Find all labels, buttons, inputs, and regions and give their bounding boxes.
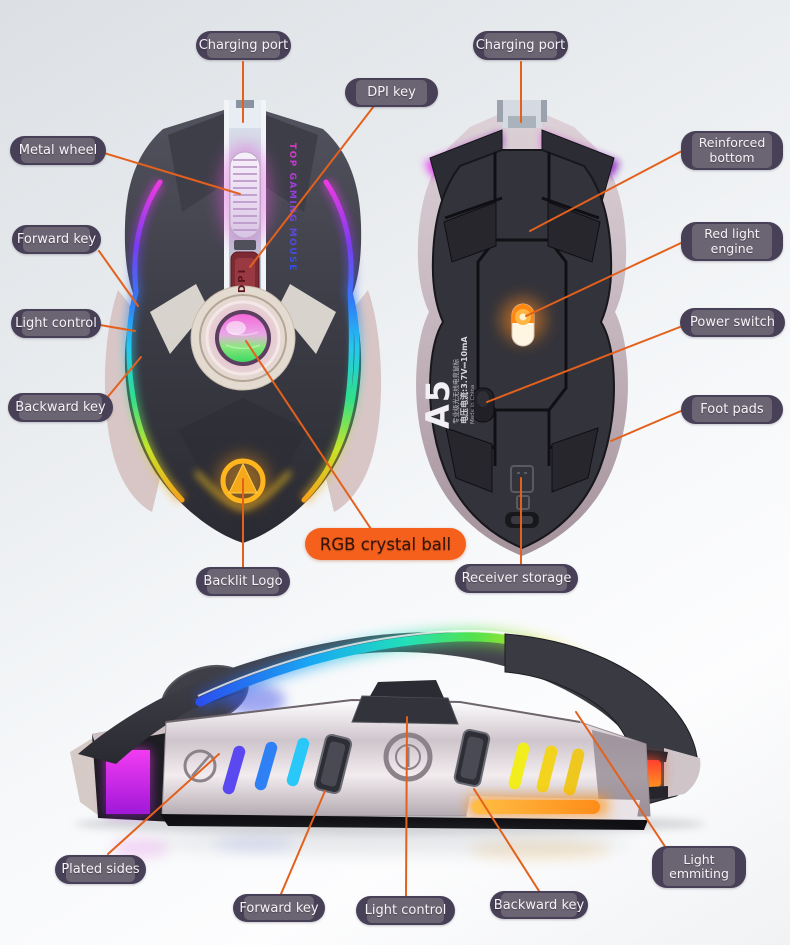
callout-line-light-emmiting [575, 711, 667, 849]
callout-line-metal-wheel [103, 152, 241, 195]
rgb-dash [508, 742, 530, 790]
rgb-strip-left [126, 179, 185, 503]
rgb-dash [536, 745, 558, 793]
side-view-mouse [70, 628, 705, 860]
rgb-dash [286, 737, 310, 787]
backward-side-button [453, 729, 491, 787]
rgb-strip-right [301, 179, 360, 503]
foot-pad [443, 201, 497, 263]
foot-pad [551, 427, 599, 493]
side-emblem-rear [183, 749, 217, 783]
callout-line-light-control-top [99, 324, 136, 332]
label-charging-port-top: Charging port [196, 31, 291, 60]
foot-pad [445, 427, 493, 493]
rgb-dash [563, 748, 585, 796]
label-metal-wheel: Metal wheel [10, 136, 106, 165]
callout-line-backward-key-top [105, 356, 142, 400]
label-forward-key-top: Forward key [12, 225, 101, 254]
callout-line-forward-key-top [98, 250, 139, 307]
callout-line-light-control-side [405, 716, 408, 897]
label-backward-key-side: Backward key [490, 891, 588, 919]
callout-line-backward-key-side [473, 788, 540, 892]
light-control-tab [351, 695, 459, 725]
label-receiver-storage: Receiver storage [455, 564, 578, 593]
rgb-dash [222, 745, 246, 795]
label-backlit-logo: Backlit Logo [196, 567, 290, 596]
label-plated-sides: Plated sides [55, 855, 146, 884]
label-dpi-key: DPI key [345, 78, 438, 107]
label-charging-port-back: Charging port [473, 31, 568, 60]
foot-pad [547, 201, 601, 263]
callout-line-red-light-engine [525, 242, 682, 317]
label-foot-pads: Foot pads [681, 395, 783, 424]
label-light-control-top: Light control [11, 309, 101, 338]
callout-line-forward-key-side [280, 790, 326, 895]
label-rgb-crystal-ball: RGB crystal ball [305, 528, 466, 560]
callout-line-plated-sides [107, 753, 220, 855]
callout-line-power-switch [486, 326, 681, 403]
side-emblem-center [383, 732, 433, 782]
forward-side-button [313, 733, 353, 795]
label-reinforced-bottom: Reinforced bottom [681, 131, 783, 170]
label-red-light-engine: Red light engine [681, 222, 783, 261]
callout-line-reinforced-bottom [529, 150, 683, 232]
label-backward-key-top: Backward key [8, 393, 113, 422]
callout-line-rgb-crystal-ball [245, 340, 372, 530]
label-power-switch: Power switch [680, 308, 785, 337]
label-forward-key-side: Forward key [233, 894, 325, 922]
back-view-mouse [416, 100, 628, 556]
callout-line-dpi-key [249, 105, 375, 268]
label-light-control-side: Light control [356, 896, 455, 925]
rgb-dash [254, 741, 278, 791]
callout-line-foot-pads [610, 410, 682, 442]
light-emitting-band [472, 800, 600, 814]
label-light-emmiting: Light emmiting [652, 846, 746, 888]
